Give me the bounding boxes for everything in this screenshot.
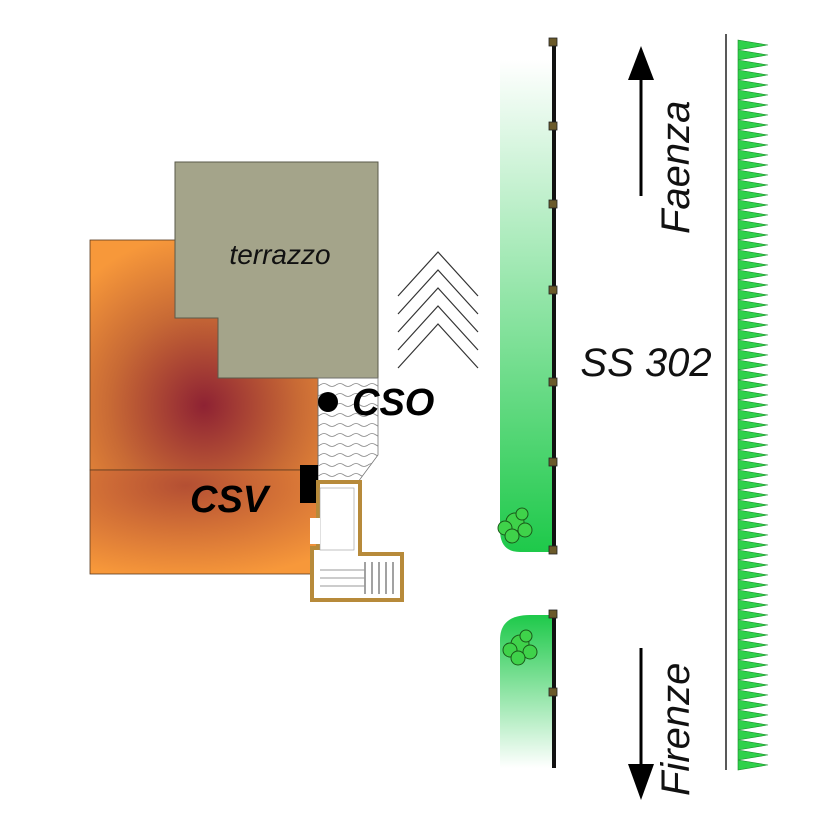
chevrons-icon (397, 251, 479, 369)
road-label: SS 302 (580, 341, 711, 385)
shrub-icon-2 (502, 629, 538, 666)
csv-marker (300, 465, 318, 503)
cso-label: CSO (352, 382, 434, 424)
door-opening (310, 518, 320, 544)
fence-posts (548, 37, 558, 697)
arrow-up-icon (628, 46, 654, 196)
terrace-area (174, 161, 379, 379)
fence (548, 37, 558, 768)
direction-north-label: Faenza (654, 101, 698, 234)
grass-verge (737, 39, 769, 771)
walkway-inner (319, 487, 355, 551)
stairs (320, 562, 394, 594)
terrace-label: terrazzo (229, 239, 330, 270)
shrub-icon (497, 507, 533, 544)
csv-label: CSV (190, 479, 271, 521)
entrance-walkway (310, 480, 404, 602)
cso-point-marker (318, 392, 338, 412)
arrow-down-icon (628, 648, 654, 800)
roof-lower-section (89, 469, 319, 575)
hedge-top (500, 60, 556, 552)
direction-south-label: Firenze (654, 663, 698, 796)
